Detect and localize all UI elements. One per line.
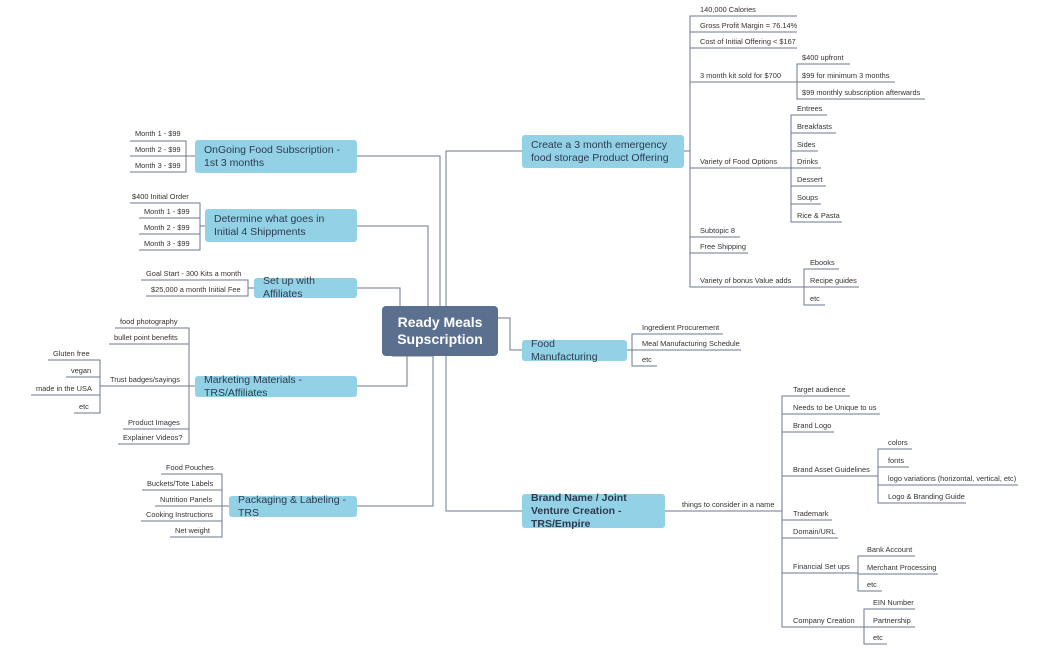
connector-line — [445, 150, 522, 319]
leaf-food-entrees[interactable]: Entrees — [797, 104, 823, 113]
leaf-create-bonus[interactable]: Variety of bonus Value adds — [700, 276, 792, 285]
leaf-mfg-schedule[interactable]: Meal Manufacturing Schedule — [642, 339, 740, 348]
leaf-kit-minimum[interactable]: $99 for minimum 3 months — [802, 71, 890, 80]
leaf-ongoing-month-2[interactable]: Month 2 - $99 — [135, 145, 181, 154]
leaf-initial-month-2[interactable]: Month 2 - $99 — [144, 223, 190, 232]
leaf-marketing-photography[interactable]: food photography — [120, 317, 178, 326]
leaf-mfg-etc[interactable]: etc — [642, 355, 652, 364]
leaf-food-rice-pasta[interactable]: Rice & Pasta — [797, 211, 840, 220]
leaf-asset-fonts[interactable]: fonts — [888, 456, 905, 465]
connector-line — [357, 225, 429, 319]
topic-ongoing-subscription[interactable]: OnGoing Food Subscription - 1st 3 months — [195, 140, 357, 173]
leaf-ongoing-month-3[interactable]: Month 3 - $99 — [135, 161, 181, 170]
leaf-food-dessert[interactable]: Dessert — [797, 175, 823, 184]
leaf-create-cost[interactable]: Cost of Initial Offering < $167 — [700, 37, 796, 46]
connector-line — [689, 151, 795, 288]
leaf-packaging-cooking[interactable]: Cooking Instructions — [146, 510, 213, 519]
topic-packaging-labeling[interactable]: Packaging & Labeling - TRS — [229, 494, 357, 519]
leaf-bonus-etc[interactable]: etc — [810, 294, 820, 303]
leaf-affiliates-goal[interactable]: Goal Start - 300 Kits a month — [146, 269, 242, 278]
leaf-initial-month-1[interactable]: Month 1 - $99 — [144, 207, 190, 216]
connector-line — [357, 355, 434, 507]
leaf-trust-usa[interactable]: made in the USA — [36, 384, 92, 393]
leaf-packaging-nutrition[interactable]: Nutrition Panels — [160, 495, 213, 504]
leaf-bonus-recipe-guides[interactable]: Recipe guides — [810, 276, 857, 285]
leaf-packaging-buckets[interactable]: Buckets/Tote Labels — [147, 479, 214, 488]
topic-food-manufacturing[interactable]: Food Manufacturing — [522, 338, 627, 363]
leaf-financial-merchant[interactable]: Merchant Processing — [867, 563, 937, 572]
leaf-asset-logo-variations[interactable]: logo variations (horizontal, vertical, e… — [888, 474, 1017, 483]
topic-initial-shipments[interactable]: Determine what goes in Initial 4 Shippme… — [205, 209, 357, 242]
connector-line — [689, 81, 788, 151]
connector-line — [498, 317, 522, 351]
topic-marketing-materials[interactable]: Marketing Materials - TRS/Affiliates — [195, 374, 357, 399]
leaf-company-etc[interactable]: etc — [873, 633, 883, 642]
leaf-packaging-net-weight[interactable]: Net weight — [175, 526, 210, 535]
leaf-trust-vegan[interactable]: vegan — [71, 366, 92, 375]
leaf-food-sides[interactable]: Sides — [797, 140, 816, 149]
leaf-create-free-shipping[interactable]: Free Shipping — [700, 242, 747, 251]
leaf-ongoing-month-1[interactable]: Month 1 - $99 — [135, 129, 181, 138]
leaf-brand-financial[interactable]: Financial Set ups — [793, 562, 850, 571]
leaf-brand-company[interactable]: Company Creation — [793, 616, 855, 625]
leaf-marketing-product-images[interactable]: Product Images — [128, 418, 180, 427]
leaf-kit-upfront[interactable]: $400 upfront — [802, 53, 844, 62]
topic-brand-name[interactable]: Brand Name / Joint Venture Creation - TR… — [522, 492, 665, 530]
leaf-bonus-ebooks[interactable]: Ebooks — [810, 258, 835, 267]
leaf-kit-monthly[interactable]: $99 monthly subscription afterwards — [802, 88, 921, 97]
leaf-brand-asset-guidelines[interactable]: Brand Asset Guidelines — [793, 465, 870, 474]
leaf-brand-consider[interactable]: things to consider in a name — [682, 500, 775, 509]
connector-line — [689, 31, 797, 151]
connector-line — [781, 475, 872, 511]
leaf-brand-logo[interactable]: Brand Logo — [793, 421, 832, 430]
leaf-initial-month-3[interactable]: Month 3 - $99 — [144, 239, 190, 248]
leaf-brand-target[interactable]: Target audience — [793, 385, 846, 394]
leaf-mfg-procurement[interactable]: Ingredient Procurement — [642, 323, 720, 332]
connector-line — [357, 355, 408, 387]
leaf-trust-etc[interactable]: etc — [79, 402, 89, 411]
leaf-brand-trademark[interactable]: Trademark — [793, 509, 829, 518]
leaf-packaging-pouches[interactable]: Food Pouches — [166, 463, 214, 472]
leaf-marketing-explainer[interactable]: Explainer Videos? — [123, 433, 183, 442]
leaf-create-calories[interactable]: 140,000 Calories — [700, 5, 756, 14]
leaf-financial-bank[interactable]: Bank Account — [867, 545, 913, 554]
topic-create-offering[interactable]: Create a 3 month emergency food storage … — [522, 135, 684, 168]
leaf-initial-order[interactable]: $400 Initial Order — [132, 192, 189, 201]
leaf-brand-unique[interactable]: Needs to be Unique to us — [793, 403, 877, 412]
leaf-financial-etc[interactable]: etc — [867, 580, 877, 589]
connector-line — [689, 47, 797, 151]
leaf-food-soups[interactable]: Soups — [797, 193, 818, 202]
leaf-create-kit-price[interactable]: 3 month kit sold for $700 — [700, 71, 781, 80]
leaf-company-partnership[interactable]: Partnership — [873, 616, 911, 625]
leaf-trust-gluten-free[interactable]: Gluten free — [53, 349, 90, 358]
leaf-marketing-trust[interactable]: Trust badges/sayings — [110, 375, 180, 384]
topic-affiliates[interactable]: Set up with Affiliates — [254, 275, 357, 300]
connector-line — [781, 395, 850, 511]
leaf-asset-branding-guide[interactable]: Logo & Branding Guide — [888, 492, 965, 501]
leaf-create-margin[interactable]: Gross Profit Margin = 76.14% — [700, 21, 798, 30]
leaf-create-subtopic-8[interactable]: Subtopic 8 — [700, 226, 735, 235]
leaf-company-ein[interactable]: EIN Number — [873, 598, 914, 607]
leaf-asset-colors[interactable]: colors — [888, 438, 908, 447]
connector-line — [357, 155, 441, 319]
central-topic[interactable]: Ready Meals Supscription — [382, 306, 498, 356]
leaf-affiliates-fee[interactable]: $25,000 a month Initial Fee — [151, 285, 241, 294]
leaf-create-food-options[interactable]: Variety of Food Options — [700, 157, 778, 166]
leaf-marketing-bullets[interactable]: bullet point benefits — [114, 333, 178, 342]
leaf-food-breakfasts[interactable]: Breakfasts — [797, 122, 832, 131]
leaf-food-drinks[interactable]: Drinks — [797, 157, 818, 166]
connector-line — [857, 573, 938, 575]
leaf-brand-domain[interactable]: Domain/URL — [793, 527, 836, 536]
